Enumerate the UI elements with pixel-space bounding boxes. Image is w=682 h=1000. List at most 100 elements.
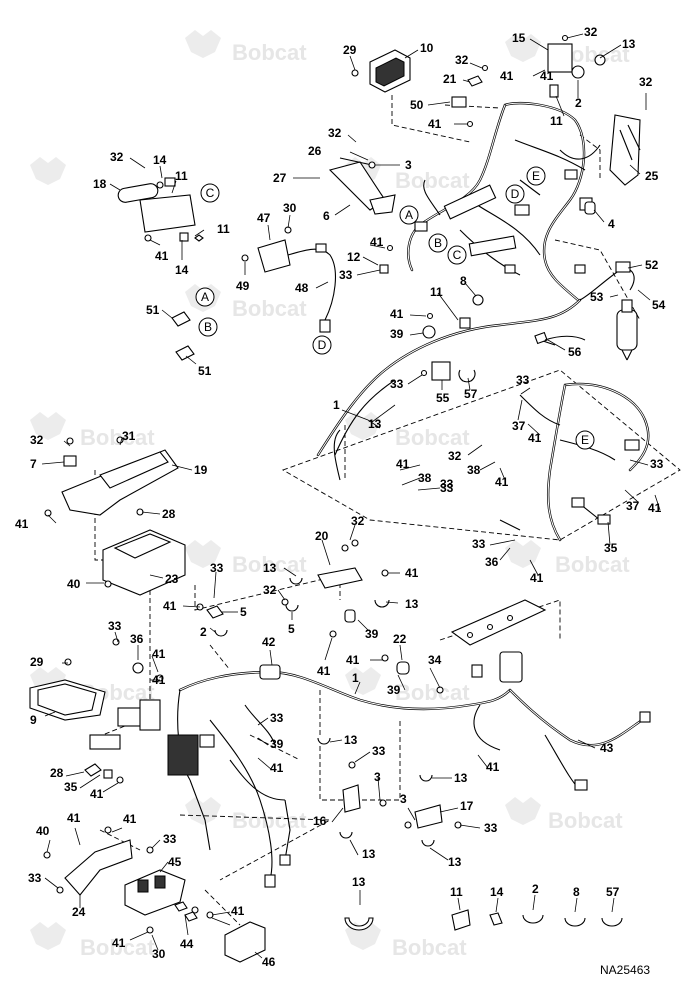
main-harness-lower xyxy=(89,651,651,888)
callout-13: 13 xyxy=(344,733,358,747)
watermark-text: Bobcat xyxy=(232,296,307,321)
callout-25: 25 xyxy=(645,169,659,183)
callout-14: 14 xyxy=(490,885,504,899)
callout-38: 38 xyxy=(418,471,432,485)
callout-36: 36 xyxy=(130,632,144,646)
part-bracket-19 xyxy=(44,436,179,517)
callout-49: 49 xyxy=(236,279,250,293)
callout-41: 41 xyxy=(317,664,331,678)
callout-33: 33 xyxy=(440,481,454,495)
callout-11: 11 xyxy=(550,114,563,128)
callout-41: 41 xyxy=(123,812,137,826)
ref-letter-d: D xyxy=(511,187,520,201)
callout-32: 32 xyxy=(328,126,342,140)
watermark-text: Bobcat xyxy=(232,552,307,577)
callout-28: 28 xyxy=(162,507,176,521)
callout-55: 55 xyxy=(436,391,450,405)
callout-13: 13 xyxy=(352,875,366,889)
callout-32: 32 xyxy=(351,514,365,528)
callout-41: 41 xyxy=(90,787,104,801)
callout-32: 32 xyxy=(455,53,469,67)
callout-41: 41 xyxy=(396,457,410,471)
callout-41: 41 xyxy=(648,501,662,515)
callout-3: 3 xyxy=(400,792,407,806)
callout-30: 30 xyxy=(152,947,166,961)
callout-51: 51 xyxy=(146,303,160,317)
callout-54: 54 xyxy=(652,298,666,312)
callout-33: 33 xyxy=(650,457,664,471)
callout-32: 32 xyxy=(110,150,124,164)
callout-4: 4 xyxy=(608,217,615,231)
callout-41: 41 xyxy=(15,517,29,531)
callout-13: 13 xyxy=(622,37,636,51)
callout-32: 32 xyxy=(448,449,462,463)
ref-letter-d: D xyxy=(318,338,327,352)
callout-30: 30 xyxy=(283,201,297,215)
callout-2: 2 xyxy=(575,96,582,110)
callout-41: 41 xyxy=(500,69,514,83)
callout-13: 13 xyxy=(362,847,376,861)
part-module-23 xyxy=(102,529,186,596)
callout-11: 11 xyxy=(175,169,188,183)
part-module-9 xyxy=(29,638,164,721)
watermark-text: Bobcat xyxy=(548,808,623,833)
callout-20: 20 xyxy=(315,529,329,543)
callout-33: 33 xyxy=(163,832,177,846)
callout-numbers: 32 14 11 18 11 41 14 29 10 32 21 41 50 4… xyxy=(15,25,666,969)
callout-13: 13 xyxy=(454,771,468,785)
callout-32: 32 xyxy=(639,75,653,89)
callout-22: 22 xyxy=(393,632,407,646)
callout-33: 33 xyxy=(440,477,454,491)
callout-3: 3 xyxy=(405,158,412,172)
callout-52: 52 xyxy=(645,258,659,272)
callout-33: 33 xyxy=(270,711,284,725)
document-id: NA25463 xyxy=(600,963,650,977)
part-sensor-52 xyxy=(579,261,638,361)
callout-11: 11 xyxy=(450,885,463,899)
callout-29: 29 xyxy=(343,43,357,57)
callout-37: 37 xyxy=(626,499,640,513)
callout-56: 56 xyxy=(568,345,582,359)
callout-35: 35 xyxy=(64,780,78,794)
callout-19: 19 xyxy=(194,463,208,477)
watermark-text: Bobcat xyxy=(232,808,307,833)
callout-11: 11 xyxy=(430,285,443,299)
cab-harness-upper xyxy=(407,101,601,302)
callout-31: 31 xyxy=(122,429,136,443)
callout-1: 1 xyxy=(333,398,340,412)
callout-41: 41 xyxy=(155,249,169,263)
callout-39: 39 xyxy=(390,327,404,341)
part-module-46 xyxy=(224,921,266,963)
callout-29: 29 xyxy=(30,655,44,669)
callout-33: 33 xyxy=(28,871,42,885)
callout-41: 41 xyxy=(231,904,245,918)
callout-41: 41 xyxy=(270,761,284,775)
ref-letter-b: B xyxy=(204,320,212,334)
parts-lower-left xyxy=(84,763,124,784)
callout-13: 13 xyxy=(263,561,277,575)
callout-41: 41 xyxy=(112,936,126,950)
callout-16: 16 xyxy=(313,814,327,828)
callout-33: 33 xyxy=(472,537,486,551)
callout-47: 47 xyxy=(257,211,271,225)
callout-40: 40 xyxy=(36,824,50,838)
callout-32: 32 xyxy=(263,583,277,597)
part-bracket-24 xyxy=(43,826,154,896)
ref-letter-c: C xyxy=(453,248,462,262)
callout-17: 17 xyxy=(460,799,474,813)
callout-32: 32 xyxy=(30,433,44,447)
callout-18: 18 xyxy=(93,177,107,191)
callout-5: 5 xyxy=(240,605,247,619)
callout-41: 41 xyxy=(152,673,166,687)
watermark-logo: Bobcat Bobcat xyxy=(30,922,467,960)
callout-27: 27 xyxy=(273,171,287,185)
callout-38: 38 xyxy=(467,463,481,477)
watermark-text: Bobcat xyxy=(80,935,155,960)
callout-24: 24 xyxy=(72,905,86,919)
callout-33: 33 xyxy=(210,561,224,575)
callout-9: 9 xyxy=(30,713,37,727)
callout-41: 41 xyxy=(428,117,442,131)
callout-41: 41 xyxy=(152,647,166,661)
callout-6: 6 xyxy=(323,209,330,223)
part-bracket-6 xyxy=(328,157,396,215)
